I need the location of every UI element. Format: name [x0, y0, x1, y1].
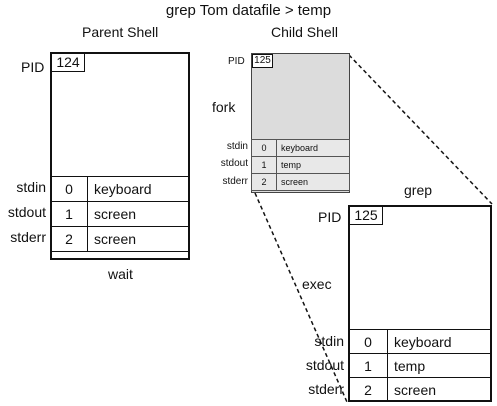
fd-number: 2	[348, 377, 388, 402]
table-row: 2 screen	[251, 173, 350, 191]
fd-number: 0	[50, 176, 88, 202]
fd-number: 0	[348, 329, 388, 354]
child-fd-table: 0 keyboard 1 temp 2 screen	[251, 139, 350, 191]
table-row: 0 keyboard	[50, 176, 190, 202]
child-pid-value: 125	[252, 54, 273, 68]
parent-pid-value: 124	[51, 53, 85, 72]
table-row: 1 temp	[348, 353, 492, 378]
child-stderr-label: stderr	[222, 176, 248, 187]
parent-shell-heading: Parent Shell	[82, 24, 159, 40]
child-stdin-label: stdin	[226, 141, 248, 152]
parent-pid-label: PID	[21, 59, 45, 75]
fd-target: screen	[276, 173, 350, 191]
connector-bottom	[254, 192, 348, 403]
diagram-title: grep Tom datafile > temp	[165, 2, 332, 19]
fd-target: keyboard	[276, 139, 350, 157]
child-stdout-label: stdout	[220, 158, 248, 169]
grep-fd-table: 0 keyboard 1 temp 2 screen	[348, 329, 492, 402]
grep-stdout-label: stdout	[305, 357, 344, 373]
fd-number: 0	[251, 139, 277, 157]
parent-fd-table: 0 keyboard 1 screen 2 screen	[50, 176, 190, 252]
fd-target: keyboard	[87, 176, 190, 202]
fd-target: screen	[87, 201, 190, 227]
fd-number: 1	[348, 353, 388, 378]
fd-number: 2	[251, 173, 277, 191]
child-pid-label: PID	[228, 56, 245, 67]
exec-label: exec	[300, 276, 334, 292]
grep-stderr-label: stderr	[308, 381, 344, 397]
fd-target: screen	[87, 226, 190, 252]
table-row: 0 keyboard	[251, 139, 350, 157]
child-shell-heading: Child Shell	[271, 24, 338, 40]
table-row: 1 temp	[251, 156, 350, 174]
fd-number: 1	[251, 156, 277, 174]
wait-label: wait	[108, 266, 133, 282]
fd-target: keyboard	[387, 329, 492, 354]
fd-target: screen	[387, 377, 492, 402]
fd-target: temp	[276, 156, 350, 174]
parent-stderr-label: stderr	[10, 229, 46, 245]
fd-target: temp	[387, 353, 492, 378]
table-row: 2 screen	[50, 226, 190, 252]
grep-stdin-label: stdin	[314, 333, 344, 349]
table-row: 1 screen	[50, 201, 190, 227]
grep-heading: grep	[404, 182, 433, 198]
grep-pid-value: 125	[349, 206, 383, 225]
parent-stdin-label: stdin	[16, 179, 46, 195]
fd-number: 2	[50, 226, 88, 252]
parent-stdout-label: stdout	[7, 204, 46, 220]
fd-number: 1	[50, 201, 88, 227]
table-row: 2 screen	[348, 377, 492, 402]
grep-pid-label: PID	[318, 209, 342, 225]
table-row: 0 keyboard	[348, 329, 492, 354]
fork-label: fork	[212, 99, 236, 115]
